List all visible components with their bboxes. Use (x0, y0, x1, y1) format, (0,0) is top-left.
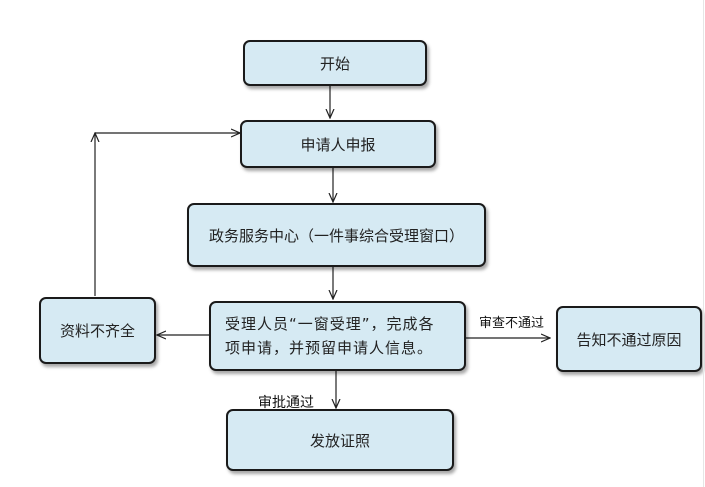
node-apply-label: 申请人申报 (300, 135, 376, 154)
node-incomplete: 资料不齐全 (39, 297, 156, 364)
node-incomplete-label: 资料不齐全 (59, 322, 135, 340)
node-center-label: 政务服务中心（一件事综合受理窗口） (208, 226, 464, 245)
node-start-label: 开始 (319, 54, 350, 73)
node-issue: 发放证照 (226, 409, 454, 471)
node-issue-label: 发放证照 (309, 431, 370, 450)
page-edge-line (703, 0, 704, 487)
node-accept-line1: 受理人员“一窗受理”，完成各 (225, 315, 435, 333)
node-start: 开始 (243, 40, 427, 86)
node-reject-reason-label: 告知不通过原因 (576, 330, 682, 349)
edge-label-approve-pass: 审批通过 (258, 395, 314, 411)
node-accept-line2: 项申请，并预留申请人信息。 (225, 339, 434, 357)
node-center: 政务服务中心（一件事综合受理窗口） (187, 203, 486, 267)
node-apply: 申请人申报 (240, 120, 436, 168)
node-reject-reason: 告知不通过原因 (556, 306, 702, 372)
edge-label-review-fail: 审查不通过 (479, 316, 545, 331)
node-accept: 受理人员“一窗受理”，完成各 项申请，并预留申请人信息。 (209, 301, 466, 371)
